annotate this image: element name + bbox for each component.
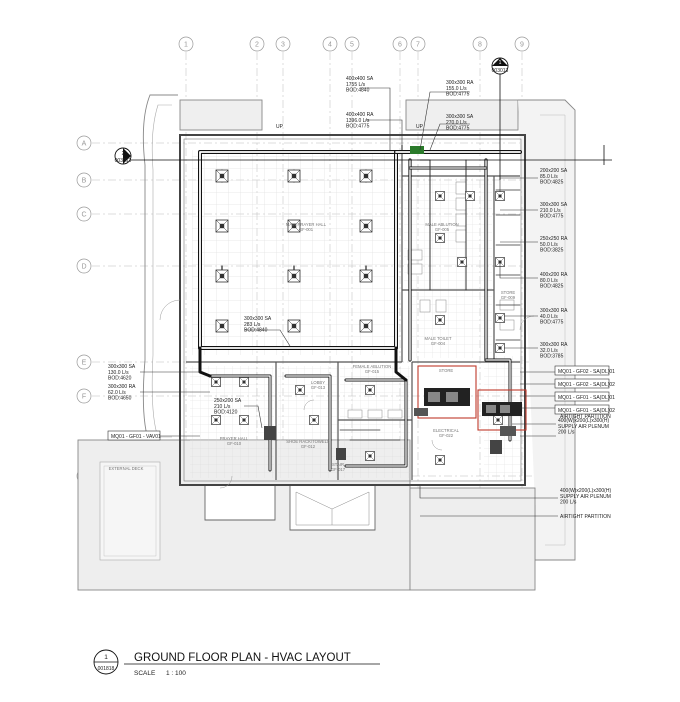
grid-column-label: 8 [478, 42, 482, 49]
svg-text:MQ01 - GF01 - SA(DL)01: MQ01 - GF01 - SA(DL)01 [558, 395, 615, 401]
unit-tag: MQ01 - GF01 - SA(DL)02 [554, 404, 615, 415]
grid-row-label: C [81, 212, 86, 219]
sheet-code: 001818 [98, 666, 115, 672]
callout-airtight-1: AIRTIGHT PARTITION [560, 414, 611, 420]
svg-text:003013: 003013 [492, 68, 509, 74]
ahu-equipment [264, 146, 527, 460]
section-marker-1: 1 003013 [491, 57, 509, 180]
up-label: UP [276, 124, 284, 130]
svg-text:2: 2 [122, 151, 125, 157]
grid-row-A: A [76, 135, 540, 151]
grid-row-label: A [82, 141, 87, 148]
unit-tag: MQ01 - GF01 - SA(DL)01 [554, 391, 615, 402]
svg-text:MQ01 - GF02 - SA(DL)01: MQ01 - GF02 - SA(DL)01 [558, 369, 615, 375]
drawing-title: GROUND FLOOR PLAN - HVAC LAYOUT [134, 652, 351, 664]
callout-leaders [140, 87, 558, 517]
callout-airtight-2: AIRTIGHT PARTITION [560, 514, 611, 520]
grid-column-label: 7 [416, 42, 420, 49]
grid-row-label: E [82, 360, 87, 367]
grid-column-label: 4 [328, 42, 332, 49]
unit-tag: MQ01 - GF02 - SA(DL)02 [554, 378, 615, 389]
grid-row-label: D [81, 264, 86, 271]
sheet-number: 1 [104, 654, 108, 661]
grid-column-label: 9 [520, 42, 524, 49]
svg-text:MQ01 - GF01 - SA(DL)02: MQ01 - GF01 - SA(DL)02 [558, 408, 615, 414]
grid-column-label: 1 [184, 42, 188, 49]
room-store: STORE [439, 368, 454, 373]
grid-row-label: F [82, 394, 86, 401]
grid-row-label: B [82, 178, 87, 185]
unit-tags: MQ01 - GF02 - SA(DL)01 MQ01 - GF02 - SA(… [107, 365, 615, 441]
svg-text:003013: 003013 [115, 158, 132, 164]
grid-column-9: 9 [514, 36, 530, 490]
up-label: UP [416, 124, 424, 130]
section-marker-2: 2 003013 [114, 145, 612, 165]
grid-column-1: 1 [178, 36, 194, 490]
grid-column-label: 5 [350, 42, 354, 49]
room-external-deck: EXTERNAL DECK [109, 466, 144, 471]
scale-label: SCALE [134, 670, 156, 677]
svg-text:1: 1 [499, 60, 502, 66]
grid-column-label: 3 [281, 42, 285, 49]
building-walls [159, 134, 535, 489]
title-block: 1 001818 GROUND FLOOR PLAN - HVAC LAYOUT… [93, 649, 380, 677]
scale-value: 1 : 100 [166, 670, 186, 677]
grid-column-label: 2 [255, 42, 259, 49]
svg-text:MQ01 - GF01 - VAV01: MQ01 - GF01 - VAV01 [111, 434, 161, 440]
grid-column-label: 6 [398, 42, 402, 49]
unit-tag: MQ01 - GF02 - SA(DL)01 [554, 365, 615, 376]
svg-text:MQ01 - GF02 - SA(DL)02: MQ01 - GF02 - SA(DL)02 [558, 382, 615, 388]
left-unit-tag: MQ01 - GF01 - VAV01 [107, 430, 161, 441]
